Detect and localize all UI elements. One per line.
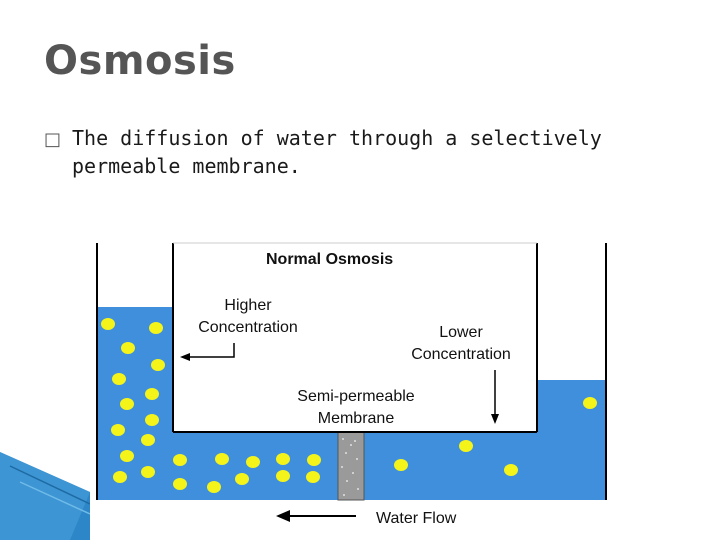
container-outline	[96, 243, 607, 500]
label-membrane-line1: Semi-permeable	[297, 388, 414, 405]
higher-arrow-head	[180, 353, 190, 361]
corner-decoration	[0, 452, 90, 540]
higher-concentration-arrow	[186, 343, 235, 358]
water-right-column	[537, 380, 606, 500]
lower-arrow-head	[491, 414, 499, 424]
diagram-title: Normal Osmosis	[266, 251, 393, 268]
bullet-glyph: □	[44, 129, 62, 150]
label-membrane-line2: Membrane	[318, 410, 395, 427]
water-bottom-channel	[173, 432, 606, 500]
label-lower-line1: Lower	[439, 324, 483, 341]
solute-particles-right	[394, 397, 597, 476]
bullet-text: The diffusion of water through a selecti…	[72, 126, 602, 178]
solute-particles-left	[101, 318, 321, 493]
label-higher-line1: Higher	[224, 297, 272, 314]
label-lower-line2: Concentration	[411, 346, 511, 363]
bullet-item: □ The diffusion of water through a selec…	[44, 124, 684, 180]
water-left-column	[97, 307, 173, 500]
label-water-flow: Water Flow	[376, 510, 457, 527]
label-higher-line2: Concentration	[198, 319, 298, 336]
slide-title: Osmosis	[44, 38, 236, 84]
water-flow-arrow-head	[276, 510, 290, 522]
